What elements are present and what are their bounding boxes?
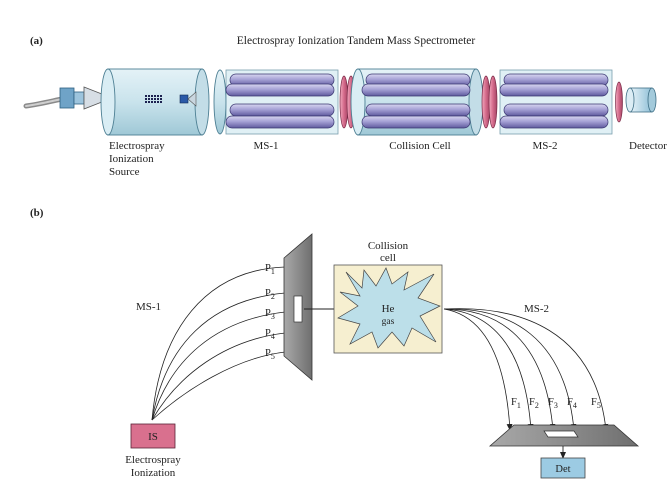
fragment-label: F — [511, 397, 517, 408]
precursor-trajectories — [151, 266, 286, 421]
precursor-sub: 3 — [271, 312, 275, 321]
precursor-sub: 2 — [271, 292, 275, 301]
detector-cylinder — [625, 87, 657, 113]
precursor-sub: 4 — [271, 332, 275, 341]
detector-label: Detector — [629, 140, 667, 152]
panel-b-label: (b) — [30, 207, 44, 219]
source-label-line2: Ionization — [109, 153, 154, 165]
exit-lens-ring — [615, 81, 623, 123]
detector-box-label: Det — [555, 464, 570, 475]
collision-cell-quadrupole — [350, 68, 484, 136]
ms2-label-b: MS-2 — [524, 303, 549, 315]
ms2-detector-plate — [488, 424, 640, 447]
ion-source-box-label: IS — [148, 431, 158, 443]
fragment-sub: 5 — [597, 401, 601, 410]
precursor-label: P — [265, 328, 271, 339]
ms2-label: MS-2 — [532, 140, 557, 152]
precursor-sub: 5 — [271, 352, 275, 361]
fragment-sub: 3 — [554, 401, 558, 410]
ion-source-box — [130, 423, 176, 449]
svg-text:P2: P2 — [265, 288, 275, 301]
fragment-label: F — [567, 397, 573, 408]
fragment-trajectories — [443, 308, 609, 431]
svg-text:P5: P5 — [265, 348, 275, 361]
ms1-label-b: MS-1 — [136, 301, 161, 313]
fragment-label: F — [591, 397, 597, 408]
source-assembly — [23, 68, 210, 136]
svg-text:F5: F5 — [591, 397, 601, 410]
collision-cell-label-line1: Collision — [368, 240, 409, 252]
fragment-label: F — [548, 397, 554, 408]
fragment-labels: F1 F2 F3 F4 F5 — [511, 397, 601, 410]
precursor-label: P — [265, 288, 271, 299]
precursor-label: P — [265, 263, 271, 274]
svg-text:F1: F1 — [511, 397, 521, 410]
ms1-quadrupole — [213, 69, 339, 135]
diagram-title: Electrospray Ionization Tandem Mass Spec… — [237, 35, 476, 47]
fragment-sub: 2 — [535, 401, 539, 410]
ms2-quadrupole — [499, 69, 613, 135]
source-label-line3: Source — [109, 166, 140, 178]
ion-lens-rings-2 — [481, 75, 498, 129]
detector-box — [540, 457, 586, 479]
fragment-label: F — [529, 397, 535, 408]
svg-text:F3: F3 — [548, 397, 558, 410]
precursor-label: P — [265, 348, 271, 359]
precursor-label: P — [265, 308, 271, 319]
ms1-label: MS-1 — [253, 140, 278, 152]
svg-text:P1: P1 — [265, 263, 275, 276]
collision-cell-label: Collision Cell — [389, 140, 450, 152]
svg-text:P3: P3 — [265, 308, 275, 321]
fragment-sub: 4 — [573, 401, 577, 410]
electrospray-label-line1: Electrospray — [125, 454, 181, 466]
svg-text:F2: F2 — [529, 397, 539, 410]
source-label-line1: Electrospray — [109, 140, 165, 152]
gas-label-line1: He — [382, 303, 395, 315]
ms1-selector-plate — [283, 233, 313, 381]
svg-text:P4: P4 — [265, 328, 275, 341]
panel-a-label: (a) — [30, 35, 43, 47]
collision-cell-label-line2: cell — [380, 252, 396, 264]
svg-text:F4: F4 — [567, 397, 577, 410]
fragment-sub: 1 — [517, 401, 521, 410]
gas-label-line2: gas — [382, 317, 395, 327]
electrospray-label-line2: Ionization — [131, 467, 176, 479]
collision-cell-box — [333, 264, 443, 354]
precursor-labels: P1 P2 P3 P4 P5 — [265, 263, 275, 361]
precursor-sub: 1 — [271, 267, 275, 276]
